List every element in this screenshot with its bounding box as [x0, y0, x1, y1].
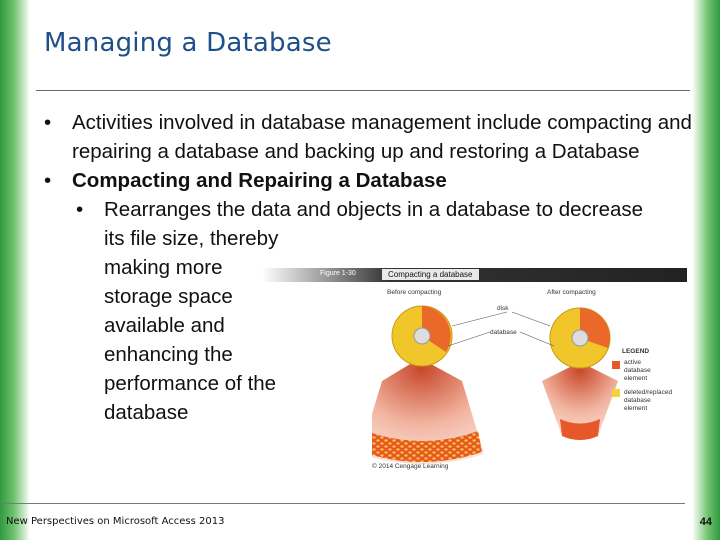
figure-copyright: © 2014 Cengage Learning — [372, 462, 449, 470]
after-data-blocks — [560, 419, 600, 440]
sub-bullet-marker: • — [76, 198, 84, 221]
bullet-list: • Activities involved in database manage… — [40, 108, 700, 427]
bullet-item: • Activities involved in database manage… — [40, 108, 700, 166]
legend-deleted-swatch — [612, 389, 620, 397]
continuation-line: enhancing the — [104, 343, 233, 366]
legend-active-swatch — [612, 361, 620, 369]
compacting-diagram: Before compacting After compacting disk … — [372, 289, 672, 470]
disk-pointer-right — [511, 311, 551, 327]
continuation-line: available and — [104, 314, 225, 337]
legend-deleted-line: deleted/replaced — [624, 389, 672, 396]
legend-deleted-line: database — [624, 397, 651, 404]
legend-deleted-line: element — [624, 405, 647, 412]
sub-bullet-continuation: its file size, thereby making more stora… — [104, 224, 324, 427]
page-number: 44 — [699, 516, 712, 528]
bullet-text: Activities involved in database manageme… — [72, 111, 692, 163]
legend-active-line: active — [624, 359, 641, 366]
title-divider — [36, 90, 690, 91]
continuation-line: its file size, thereby — [104, 227, 279, 250]
disk-label: disk — [497, 305, 509, 312]
sub-bullet-text: Rearranges the data and objects in a dat… — [104, 198, 644, 221]
database-label: database — [490, 329, 517, 336]
bullet-item: • Compacting and Repairing a Database — [40, 166, 700, 195]
figure-caption: Compacting a database — [382, 269, 479, 280]
legend-active-line: database — [624, 367, 651, 374]
database-pointer-left — [447, 331, 491, 347]
before-data-blocks — [372, 431, 482, 462]
continuation-line: database — [104, 401, 189, 424]
bullet-marker: • — [44, 111, 52, 134]
after-label: After compacting — [547, 289, 596, 296]
bullet-heading: Compacting and Repairing a Database — [72, 169, 447, 192]
legend-active-line: element — [624, 375, 647, 382]
slide-title: Managing a Database — [44, 28, 332, 58]
before-label: Before compacting — [387, 289, 442, 296]
legend-title: LEGEND — [622, 348, 649, 355]
left-side-decoration — [0, 0, 30, 540]
footer-text: New Perspectives on Microsoft Access 201… — [6, 516, 225, 527]
bullet-marker: • — [44, 169, 52, 192]
continuation-line: performance of the — [104, 372, 277, 395]
sub-bullet-item: • Rearranges the data and objects in a d… — [40, 195, 700, 427]
disk-pointer-left — [451, 311, 508, 327]
continuation-line: making more — [104, 256, 223, 279]
after-disk-hub — [571, 329, 589, 347]
compacting-figure: Figure 1-30 Compacting a database Before… — [262, 268, 692, 474]
before-disk-hub — [413, 327, 431, 345]
right-side-decoration — [692, 0, 720, 540]
continuation-line: storage space — [104, 285, 233, 308]
figure-number: Figure 1-30 — [320, 270, 356, 277]
database-pointer-right — [519, 331, 555, 347]
footer-divider — [2, 503, 685, 504]
